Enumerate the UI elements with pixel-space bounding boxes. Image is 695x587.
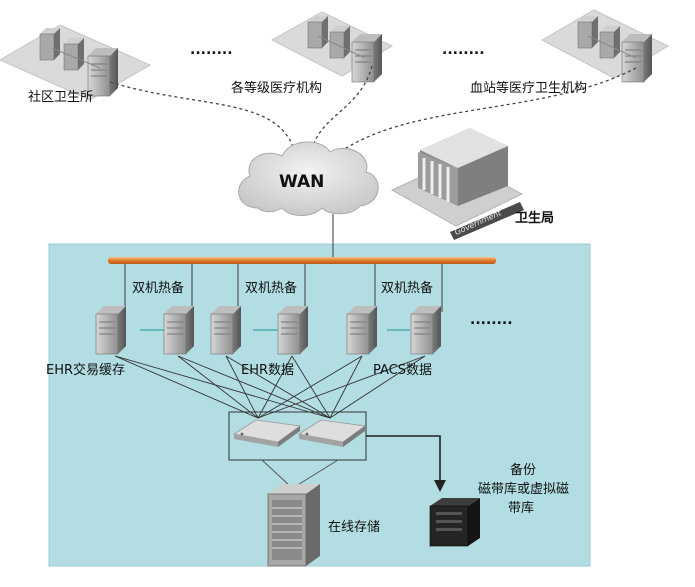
site-clinic-label: 社区卫生所 bbox=[28, 90, 94, 105]
server-ehr-cache-1 bbox=[95, 305, 127, 355]
site-hospitals bbox=[270, 11, 394, 83]
server-group-pacs-label: PACS数据 bbox=[373, 363, 433, 378]
wan-dashed-links bbox=[109, 65, 637, 161]
wan-cloud bbox=[238, 141, 379, 216]
backup-label-line1: 备份 bbox=[510, 463, 537, 478]
backup-label-line2: 磁带库或虚拟磁 bbox=[478, 482, 570, 497]
server-ehr-data-1 bbox=[210, 305, 242, 355]
backup-label-line3: 带库 bbox=[508, 501, 535, 516]
backbone-bus bbox=[108, 257, 496, 264]
hot-standby-label-1: 双机热备 bbox=[132, 281, 185, 296]
server-ehr-data-2 bbox=[277, 305, 309, 355]
site-clinic bbox=[0, 24, 152, 101]
site-blood-station bbox=[540, 9, 670, 83]
server-pacs-1 bbox=[346, 305, 378, 355]
health-bureau-label: 卫生局 bbox=[515, 211, 555, 226]
ellipsis-right: ........ bbox=[470, 312, 513, 328]
online-storage-label: 在线存储 bbox=[328, 520, 381, 535]
server-group-ehr-cache-label: EHR交易缓存 bbox=[46, 363, 126, 378]
server-ehr-cache-2 bbox=[163, 305, 195, 355]
server-group-ehr-data-label: EHR数据 bbox=[241, 363, 295, 378]
hot-standby-label-3: 双机热备 bbox=[381, 281, 434, 296]
ellipsis-top-2: ........ bbox=[442, 42, 485, 58]
server-pacs-2 bbox=[410, 305, 442, 355]
ellipsis-top-1: ........ bbox=[190, 42, 233, 58]
site-hospitals-label: 各等级医疗机构 bbox=[231, 81, 323, 96]
wan-label: WAN bbox=[279, 172, 325, 192]
backup-arrow bbox=[366, 435, 446, 492]
hot-standby-label-2: 双机热备 bbox=[245, 281, 298, 296]
site-blood-station-label: 血站等医疗卫生机构 bbox=[470, 81, 588, 96]
health-bureau-building bbox=[390, 128, 524, 240]
tape-library bbox=[429, 498, 480, 547]
online-storage-rack bbox=[267, 484, 320, 567]
